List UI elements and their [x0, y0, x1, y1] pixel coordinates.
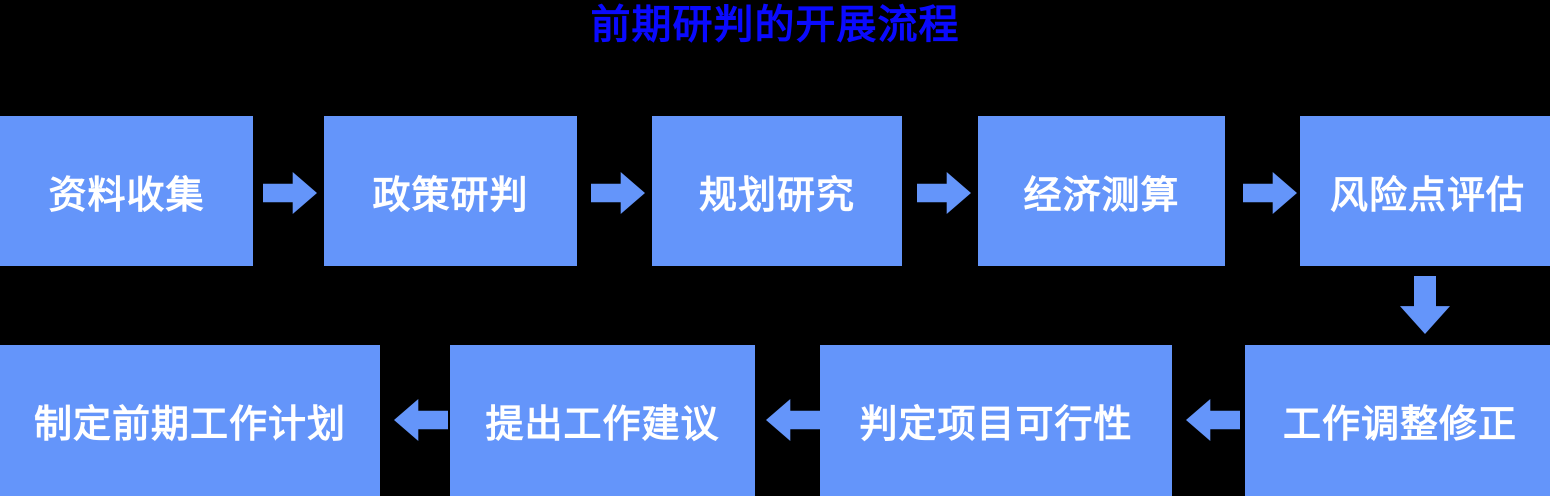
arrow-left-icon	[766, 399, 820, 441]
flow-node-label: 工作调整修正	[1282, 404, 1517, 446]
flow-node[interactable]: 制定前期工作计划	[0, 345, 380, 496]
flow-node[interactable]: 提出工作建议	[450, 345, 755, 496]
arrow-right-icon	[1243, 172, 1297, 214]
arrow-right-icon	[263, 172, 317, 214]
flow-node[interactable]: 判定项目可行性	[820, 345, 1172, 496]
flow-node[interactable]: 政策研判	[324, 116, 577, 266]
arrow-down-icon	[1400, 276, 1450, 334]
flow-node-label: 判定项目可行性	[859, 404, 1133, 446]
flow-node-label: 政策研判	[372, 174, 529, 217]
arrow-right-icon	[591, 172, 645, 214]
arrow-left-icon	[394, 399, 448, 441]
flow-node[interactable]: 经济测算	[978, 116, 1225, 266]
arrow-right-icon	[917, 172, 971, 214]
flow-node[interactable]: 工作调整修正	[1245, 345, 1550, 496]
flow-node-label: 规划研究	[698, 174, 855, 217]
arrow-left-icon	[1186, 399, 1240, 441]
flow-node-label: 资料收集	[48, 174, 205, 217]
page-title: 前期研判的开展流程	[590, 3, 960, 47]
flow-node[interactable]: 规划研究	[652, 116, 902, 266]
flow-node[interactable]: 资料收集	[0, 116, 253, 266]
flow-node-label: 风险点评估	[1329, 174, 1525, 217]
flow-node-label: 制定前期工作计划	[33, 404, 346, 446]
flow-node[interactable]: 风险点评估	[1300, 116, 1550, 266]
flow-node-label: 经济测算	[1023, 174, 1180, 217]
flow-node-label: 提出工作建议	[485, 404, 720, 446]
